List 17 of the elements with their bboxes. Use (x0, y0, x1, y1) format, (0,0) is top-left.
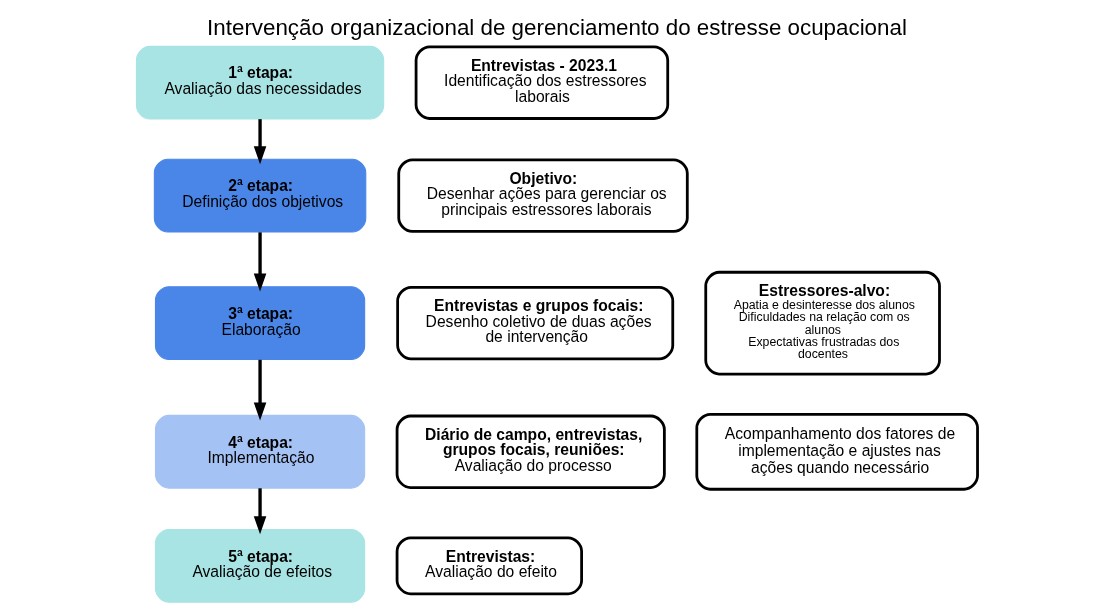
node-box: 3ª etapa: Elaboração (154, 286, 366, 361)
node-box: Estressores-alvo: Apatia e desinteresse dos alunos Dificuldades na relação com os alunos Expectativas frustradas dos docentes (704, 270, 941, 376)
node-box: Acompanhamento dos fatores de implementação e ajustes nas ações quando necessário (695, 412, 979, 491)
arrow (253, 359, 267, 421)
node-box: Entrevistas - 2023.1 Identificação dos estressores laborais (414, 45, 670, 120)
node-box: Objetivo: Desenhar ações para gerenciar os principais estressores laborais (397, 158, 689, 233)
node-box: 4ª etapa: Implementação (154, 414, 366, 489)
node-box: 5ª etapa: Avaliação de efeitos (154, 528, 366, 603)
arrow (253, 232, 267, 292)
arrow (253, 488, 267, 535)
node-box: Diário de campo, entrevistas, grupos focais, reuniões: Avaliação do processo (395, 414, 666, 489)
node-box: Entrevistas e grupos focais: Desenho coletivo de duas ações de intervenção (396, 285, 675, 361)
node-box: Entrevistas: Avaliação do efeito (395, 536, 583, 596)
node-box: 2ª etapa: Definição dos objetivos (153, 158, 367, 233)
arrow (253, 119, 267, 165)
diagram-title: Intervenção organizacional de gerenciamento do estresse ocupacional (207, 15, 907, 41)
node-box: 1ª etapa: Avaliação das necessidades (135, 45, 385, 120)
